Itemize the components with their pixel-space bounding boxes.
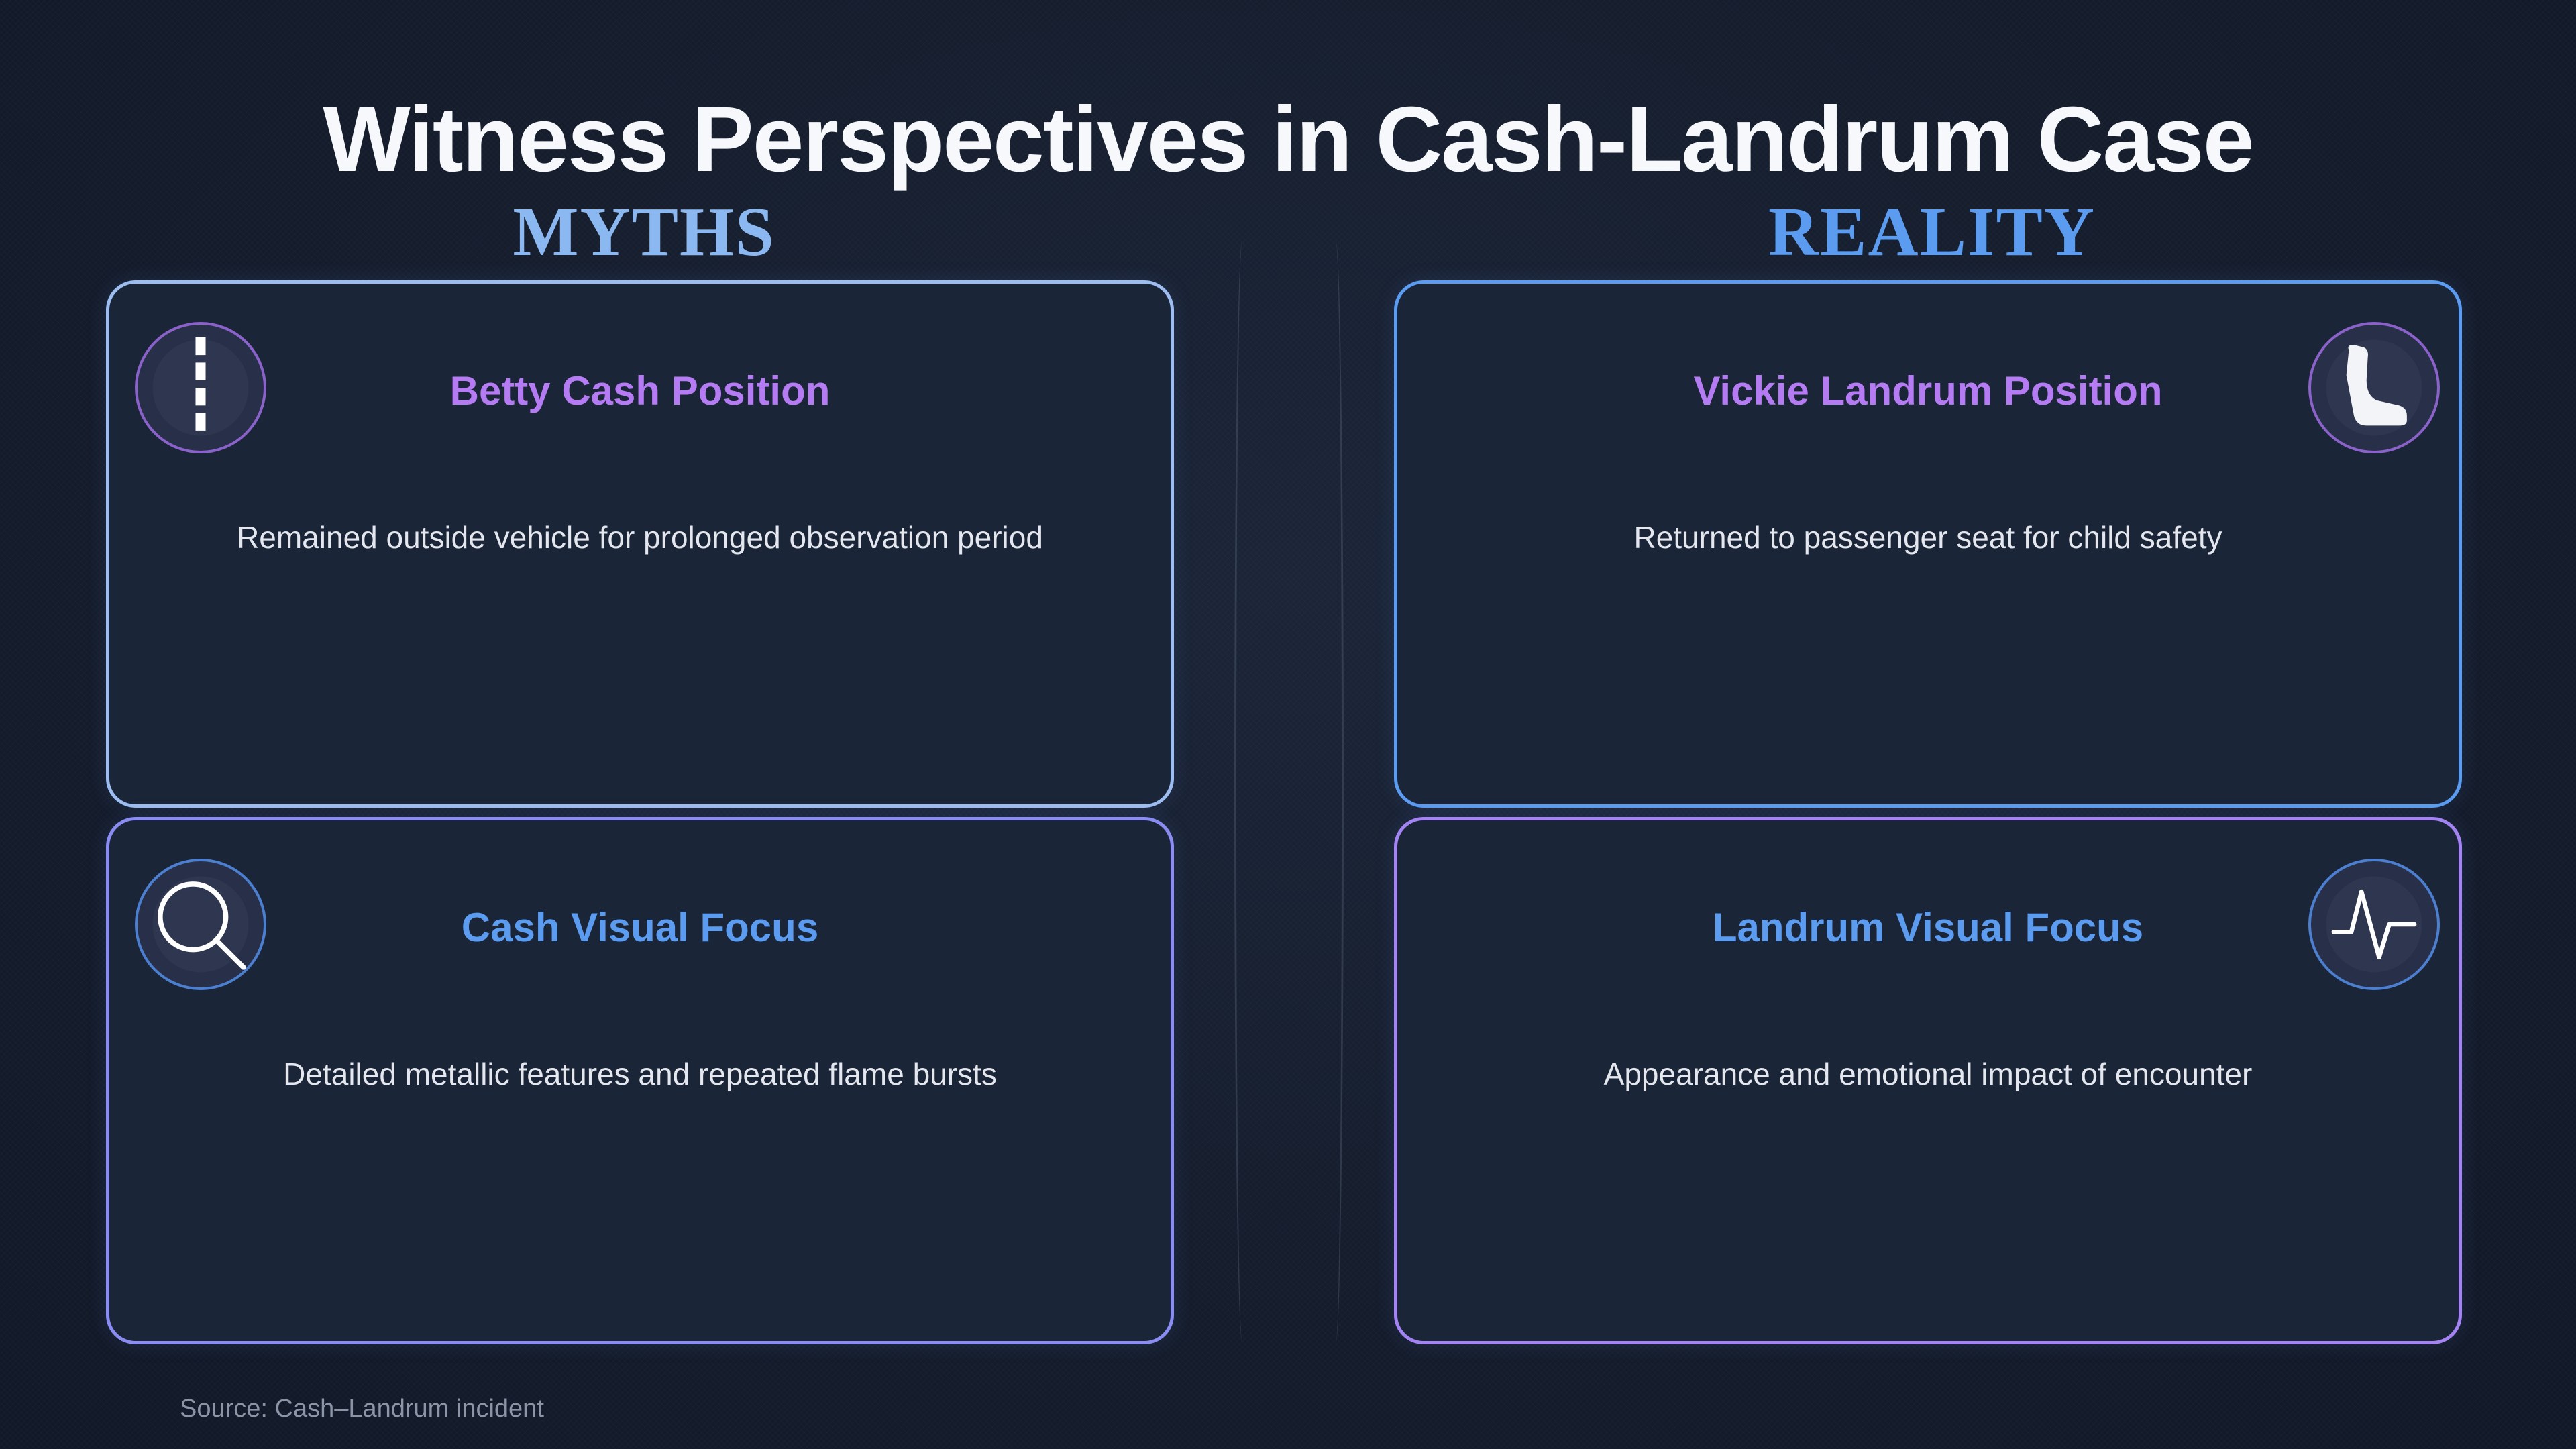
card-text: Detailed metallic features and repeated … <box>283 1057 997 1091</box>
card-title: Vickie Landrum Position <box>1693 368 2163 413</box>
source-note: Source: Cash–Landrum incident <box>180 1395 544 1423</box>
card-text: Remained outside vehicle for prolonged o… <box>237 520 1043 555</box>
car-seat-icon <box>2308 322 2440 453</box>
road-icon <box>135 322 266 453</box>
reality-heading: REALITY <box>1768 193 2096 270</box>
card-title: Cash Visual Focus <box>461 905 819 950</box>
card-vickie-landrum-position: Vickie Landrum Position Returned to pass… <box>1394 280 2462 808</box>
card-betty-cash-position: Betty Cash Position Remained outside veh… <box>106 280 1174 808</box>
card-title: Betty Cash Position <box>449 368 830 413</box>
card-cash-visual-focus: Cash Visual Focus Detailed metallic feat… <box>106 817 1174 1344</box>
myths-heading: MYTHS <box>513 193 775 270</box>
card-title: Landrum Visual Focus <box>1712 905 2144 950</box>
card-text: Appearance and emotional impact of encou… <box>1603 1057 2253 1091</box>
card-landrum-visual-focus: Landrum Visual Focus Appearance and emot… <box>1394 817 2462 1344</box>
column-divider-left <box>1234 241 1250 1342</box>
column-divider-right <box>1328 241 1344 1342</box>
slide-title: Witness Perspectives in Cash-Landrum Cas… <box>323 88 2254 191</box>
magnifier-icon <box>135 859 266 990</box>
card-text: Returned to passenger seat for child saf… <box>1633 520 2222 555</box>
pulse-icon <box>2308 859 2440 990</box>
